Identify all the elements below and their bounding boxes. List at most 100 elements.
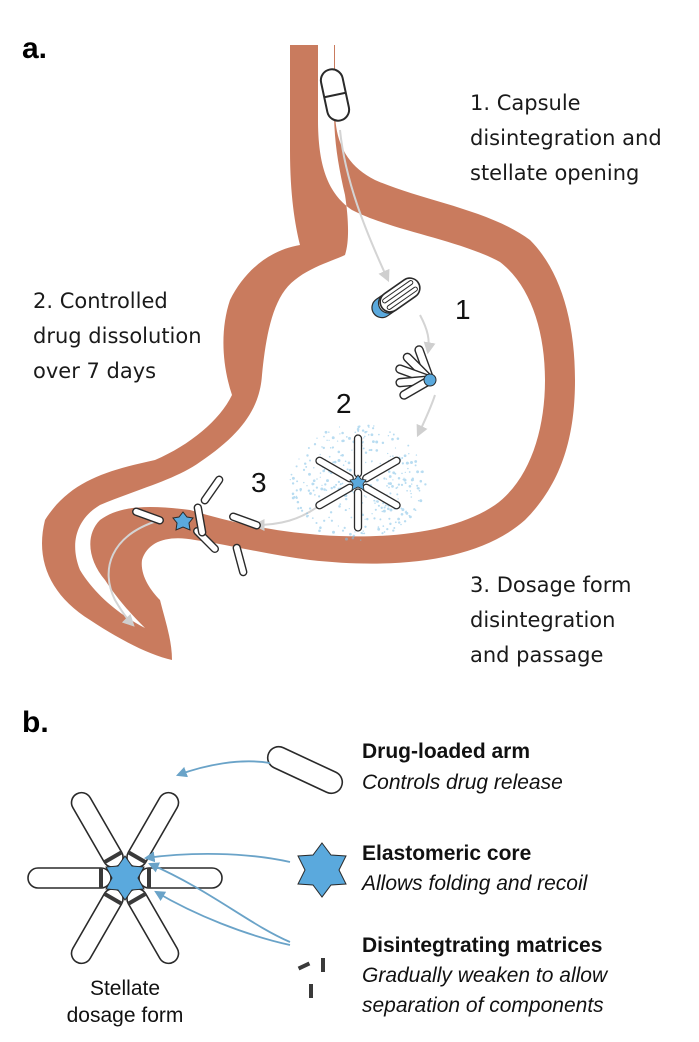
- drug-dot: [397, 517, 400, 521]
- drug-dot: [391, 437, 394, 441]
- drug-dot: [387, 434, 390, 437]
- drug-dot: [346, 468, 349, 471]
- drug-dot: [318, 495, 321, 498]
- drug-dot: [299, 487, 303, 491]
- drug-dot: [323, 519, 326, 522]
- drug-dot: [296, 500, 300, 504]
- drug-dot: [404, 471, 406, 474]
- step-3-text: 3. Dosage form disintegration and passag…: [470, 573, 632, 667]
- drug-dot: [319, 472, 322, 474]
- drug-dot: [354, 431, 357, 434]
- drug-dot: [397, 483, 401, 486]
- drug-dot: [415, 454, 418, 456]
- drug-dot: [409, 515, 412, 519]
- drug-dot: [344, 460, 347, 463]
- drug-dot: [335, 483, 338, 486]
- drug-dot: [389, 455, 392, 458]
- drug-dot: [365, 482, 367, 484]
- drug-dot: [387, 470, 391, 473]
- drug-dot: [388, 486, 390, 489]
- legend-desc-arm: Controls drug release: [362, 771, 563, 794]
- drug-dot: [289, 478, 291, 481]
- drug-dot: [380, 506, 383, 509]
- drug-dot: [410, 492, 412, 495]
- drug-dot: [339, 433, 341, 435]
- disintegrated-parts: [132, 475, 261, 577]
- drug-dot: [348, 468, 352, 472]
- drug-dot: [330, 486, 333, 490]
- drug-dot: [348, 507, 350, 510]
- drug-dot: [373, 517, 376, 520]
- drug-dot: [321, 446, 323, 448]
- drug-dot: [379, 518, 382, 521]
- drug-dot: [384, 504, 387, 507]
- drug-dot: [393, 527, 396, 529]
- drug-dot: [290, 473, 293, 476]
- drug-dot: [295, 496, 298, 500]
- drug-dot: [383, 477, 386, 480]
- drug-dot: [400, 523, 402, 526]
- drug-dot: [339, 483, 342, 486]
- drug-dot: [375, 449, 379, 452]
- drug-dot: [323, 468, 326, 471]
- drug-dot: [405, 461, 409, 465]
- drug-dot: [363, 532, 366, 535]
- drug-dot: [362, 447, 365, 450]
- drug-dot: [315, 486, 319, 489]
- drug-loaded-arm-icon: [266, 745, 344, 795]
- drug-dot: [338, 505, 341, 508]
- drug-dot: [392, 479, 394, 481]
- drug-dot: [322, 446, 325, 450]
- drug-dot: [407, 467, 409, 470]
- legend-title-arm: Drug-loaded arm: [362, 740, 531, 763]
- drug-dot: [414, 464, 417, 467]
- drug-dot: [330, 519, 334, 522]
- drug-dot: [359, 539, 362, 541]
- drug-dot: [401, 472, 403, 475]
- drug-dot: [414, 460, 418, 463]
- drug-dot: [356, 427, 360, 431]
- drug-dot: [326, 479, 329, 483]
- drug-dot: [373, 499, 376, 502]
- capsule-opening-icon: [371, 277, 421, 319]
- drug-dot: [300, 509, 304, 512]
- drug-dot: [376, 500, 379, 503]
- drug-dot: [338, 426, 341, 428]
- drug-dot: [298, 458, 300, 460]
- drug-dot: [392, 471, 396, 475]
- drug-dot: [386, 527, 389, 531]
- drug-dot: [295, 465, 298, 468]
- drug-dot: [401, 457, 404, 459]
- drug-dot: [293, 496, 296, 499]
- stomach-lumen: [75, 45, 546, 628]
- drug-dot: [403, 520, 407, 523]
- drug-dot: [305, 515, 309, 518]
- drug-dot: [362, 514, 364, 517]
- drug-dot: [354, 531, 356, 533]
- drug-dot: [323, 435, 325, 438]
- drug-dot: [329, 511, 333, 514]
- drug-dot: [337, 459, 341, 462]
- drug-dot: [312, 479, 316, 483]
- drug-dot: [302, 468, 306, 471]
- drug-dot: [343, 526, 346, 529]
- flow-arrows: [107, 129, 436, 627]
- drug-dot: [400, 512, 404, 516]
- drug-dot: [368, 449, 371, 452]
- drug-dot: [383, 506, 386, 509]
- legend-title-matrices: Disintegtrating matrices: [362, 934, 603, 957]
- drug-dot: [389, 482, 392, 486]
- drug-dot: [308, 507, 312, 510]
- drug-dot: [389, 492, 392, 495]
- drug-dot: [364, 461, 367, 464]
- drug-dot: [322, 469, 326, 473]
- drug-dot: [299, 506, 303, 510]
- drug-dot: [400, 483, 404, 486]
- drug-dot: [404, 481, 407, 485]
- drug-dot: [295, 495, 298, 498]
- drug-dot: [341, 482, 344, 485]
- drug-dot: [411, 477, 414, 480]
- drug-dot: [306, 512, 309, 515]
- drug-dot: [398, 521, 401, 524]
